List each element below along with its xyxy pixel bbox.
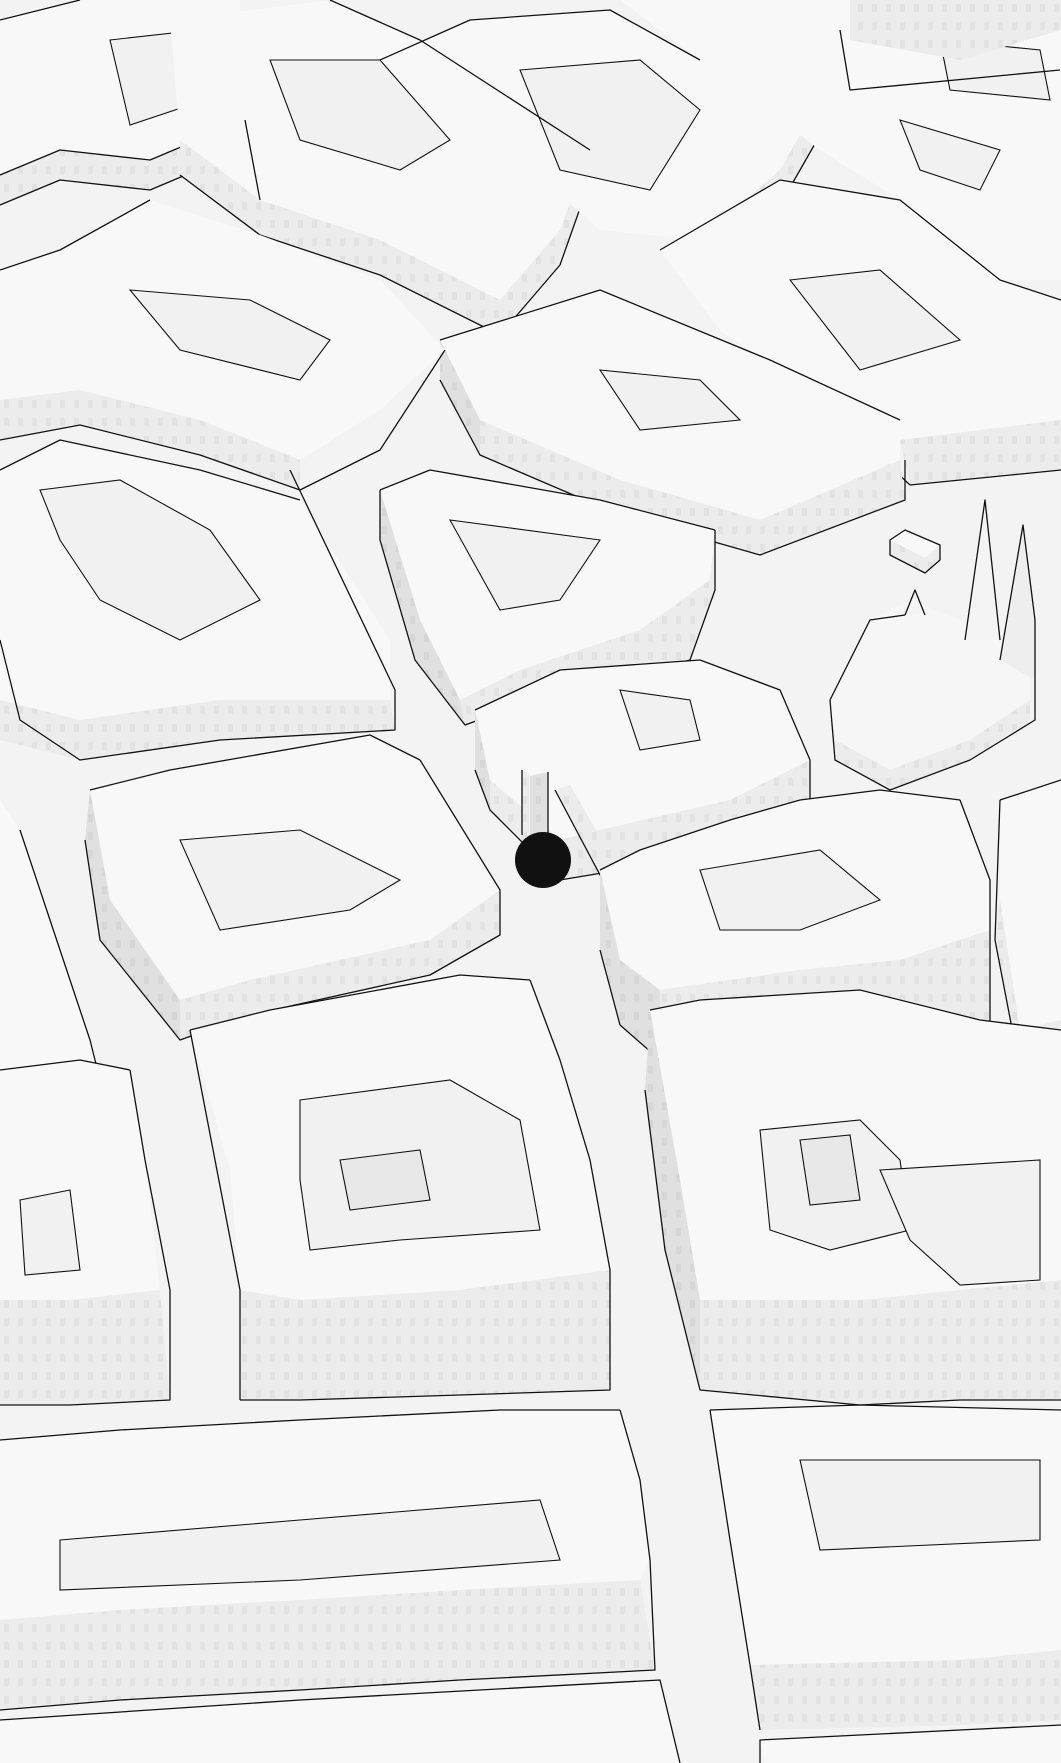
location-dot-icon[interactable]	[515, 832, 571, 888]
church-building[interactable]	[829, 499, 1036, 791]
building-block[interactable]	[189, 975, 611, 1401]
spire-icon	[905, 590, 925, 615]
spire-icon	[965, 500, 1000, 640]
building-block[interactable]	[660, 180, 1061, 486]
building-block[interactable]	[0, 1409, 656, 1711]
building-block[interactable]	[644, 989, 1061, 1406]
building-block[interactable]	[709, 1404, 1061, 1731]
building-block[interactable]	[0, 440, 396, 761]
building-block[interactable]	[474, 659, 811, 891]
building-block[interactable]	[439, 290, 906, 556]
building-block[interactable]	[0, 1679, 1061, 1763]
building-block[interactable]	[620, 0, 1061, 280]
building-block[interactable]	[379, 470, 716, 726]
building-block[interactable]	[0, 200, 446, 491]
spire-icon	[1000, 525, 1035, 680]
building-block[interactable]	[84, 735, 501, 1041]
building-block[interactable]	[0, 1060, 171, 1406]
